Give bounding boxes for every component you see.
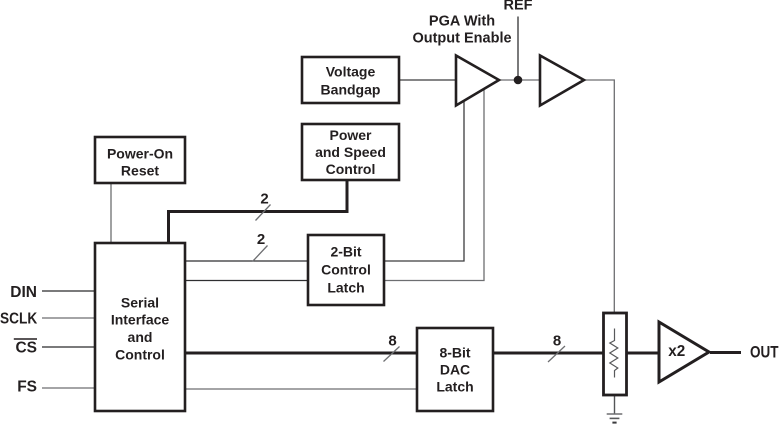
svg-text:Serial: Serial xyxy=(121,295,159,311)
svg-text:Voltage: Voltage xyxy=(326,64,376,80)
svg-text:Latch: Latch xyxy=(327,280,364,296)
svg-text:2: 2 xyxy=(257,231,265,248)
svg-text:REF: REF xyxy=(504,0,533,13)
svg-text:8: 8 xyxy=(388,332,396,349)
svg-text:Bandgap: Bandgap xyxy=(321,82,381,98)
svg-text:OUT: OUT xyxy=(750,344,779,362)
svg-text:Control: Control xyxy=(115,347,165,363)
svg-text:Interface: Interface xyxy=(111,312,170,328)
svg-text:x2: x2 xyxy=(668,343,685,360)
svg-text:DAC: DAC xyxy=(440,362,470,378)
svg-text:Reset: Reset xyxy=(121,163,159,179)
svg-text:Control: Control xyxy=(321,262,371,278)
svg-text:PGA With: PGA With xyxy=(429,14,495,30)
svg-text:SCLK: SCLK xyxy=(0,311,38,328)
svg-text:8: 8 xyxy=(553,333,561,350)
svg-text:2: 2 xyxy=(260,191,268,208)
svg-text:Latch: Latch xyxy=(436,379,473,395)
svg-text:FS: FS xyxy=(17,379,37,396)
svg-text:Power: Power xyxy=(329,127,372,143)
svg-text:8-Bit: 8-Bit xyxy=(439,345,470,361)
svg-text:Output Enable: Output Enable xyxy=(412,31,511,47)
svg-text:and: and xyxy=(128,329,153,345)
svg-text:Power-On: Power-On xyxy=(107,146,173,162)
svg-text:2-Bit: 2-Bit xyxy=(330,244,361,260)
svg-text:and Speed: and Speed xyxy=(315,144,386,160)
svg-text:CS: CS xyxy=(15,340,37,357)
svg-text:Control: Control xyxy=(326,161,376,177)
svg-text:DIN: DIN xyxy=(10,284,37,301)
